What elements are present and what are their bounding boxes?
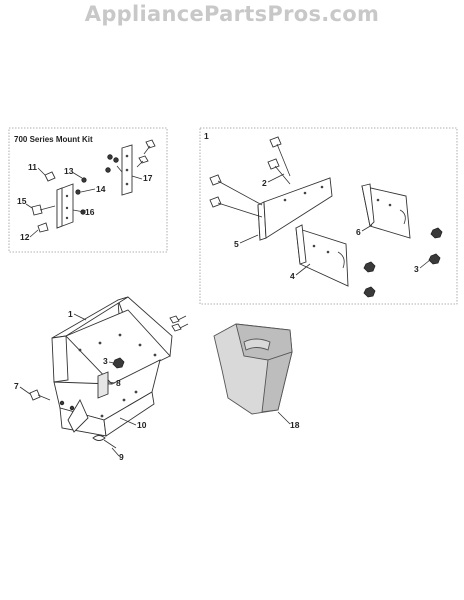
suitcase-weight-18 xyxy=(213,323,293,415)
inset-panel: 1 xyxy=(199,127,458,305)
main-assembly: 1 3 7 8 10 9 18 xyxy=(14,296,300,462)
main-callouts: 1 3 7 8 10 9 18 xyxy=(14,309,300,462)
callout-17: 17 xyxy=(143,173,153,183)
main-side-bolts xyxy=(169,315,189,332)
callout-1-main: 1 xyxy=(68,309,73,319)
watermark-text: AppliancePartsPros.com xyxy=(84,2,380,26)
callout-5: 5 xyxy=(234,239,239,249)
inset-nuts xyxy=(363,227,443,298)
mount-bolts-top xyxy=(105,139,156,173)
callout-18: 18 xyxy=(290,420,300,430)
callout-15: 15 xyxy=(17,196,27,206)
bracket-6 xyxy=(361,183,411,239)
main-pin-9 xyxy=(92,435,117,449)
callout-7: 7 xyxy=(14,381,19,391)
mount-kit-title: 700 Series Mount Kit xyxy=(14,135,93,144)
callout-11: 11 xyxy=(28,162,37,172)
callout-14: 14 xyxy=(96,184,106,194)
mount-small-hardware xyxy=(31,171,87,233)
callout-13: 13 xyxy=(64,166,74,176)
plate-4 xyxy=(295,224,349,287)
inset-bolts xyxy=(209,136,291,218)
inset-label: 1 xyxy=(204,131,209,141)
callout-3-main: 3 xyxy=(103,356,108,366)
main-bolt-7 xyxy=(29,389,75,411)
callout-12: 12 xyxy=(20,232,30,242)
callout-4: 4 xyxy=(290,271,295,281)
inset-callouts: 2 5 4 6 3 xyxy=(234,173,431,281)
callout-10: 10 xyxy=(137,420,147,430)
mount-bracket-16 xyxy=(56,183,74,229)
mount-plate-17 xyxy=(121,144,133,196)
mount-kit-border xyxy=(8,127,168,253)
callout-8: 8 xyxy=(116,378,121,388)
mount-kit-callouts: 11 13 14 15 16 12 17 xyxy=(17,162,153,242)
main-lower-box xyxy=(53,359,161,437)
callout-16: 16 xyxy=(85,207,95,217)
callout-9: 9 xyxy=(119,452,124,462)
inset-border xyxy=(199,127,458,305)
callout-3-inset: 3 xyxy=(414,264,419,274)
main-nut-3 xyxy=(112,357,125,369)
main-top-plate xyxy=(51,296,171,385)
plate-5 xyxy=(257,177,333,241)
callout-6: 6 xyxy=(356,227,361,237)
mount-kit-panel: 700 Series Mount Kit xyxy=(8,127,168,253)
callout-2: 2 xyxy=(262,178,267,188)
